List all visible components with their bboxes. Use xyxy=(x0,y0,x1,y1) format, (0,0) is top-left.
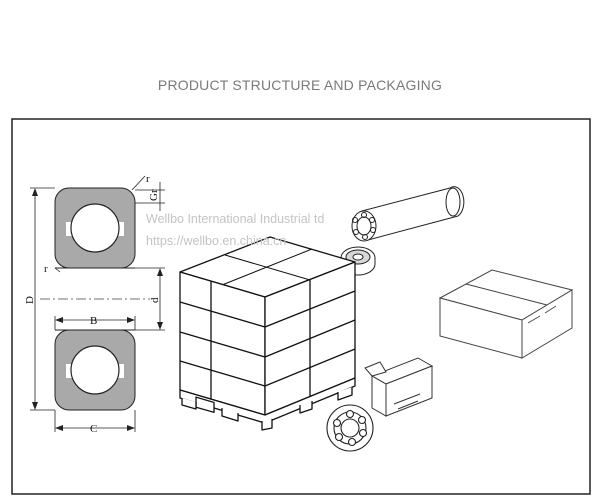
upper-ball xyxy=(70,203,120,253)
watermark-company: Wellbo International Industrial td xyxy=(146,212,325,226)
bearing-cross-section xyxy=(30,175,165,432)
dim-label-B: B xyxy=(90,315,97,327)
carton-box xyxy=(438,269,574,359)
dim-label-d: d xyxy=(149,297,161,303)
tube-package xyxy=(351,186,465,242)
dim-label-D: D xyxy=(24,296,36,304)
figure-frame xyxy=(11,118,591,495)
watermark-url: https://wellbo.en.china.cn xyxy=(146,234,287,248)
pallet-with-cartons xyxy=(179,236,356,431)
dim-label-r-top: r xyxy=(146,173,150,185)
lower-ball xyxy=(70,345,120,395)
page-title: PRODUCT STRUCTURE AND PACKAGING xyxy=(157,77,443,93)
dim-label-gr: Gr xyxy=(148,189,160,201)
dim-label-C: C xyxy=(90,423,97,435)
open-bearing xyxy=(326,404,374,452)
dim-label-r-side: r xyxy=(44,263,48,275)
small-box xyxy=(364,357,434,417)
